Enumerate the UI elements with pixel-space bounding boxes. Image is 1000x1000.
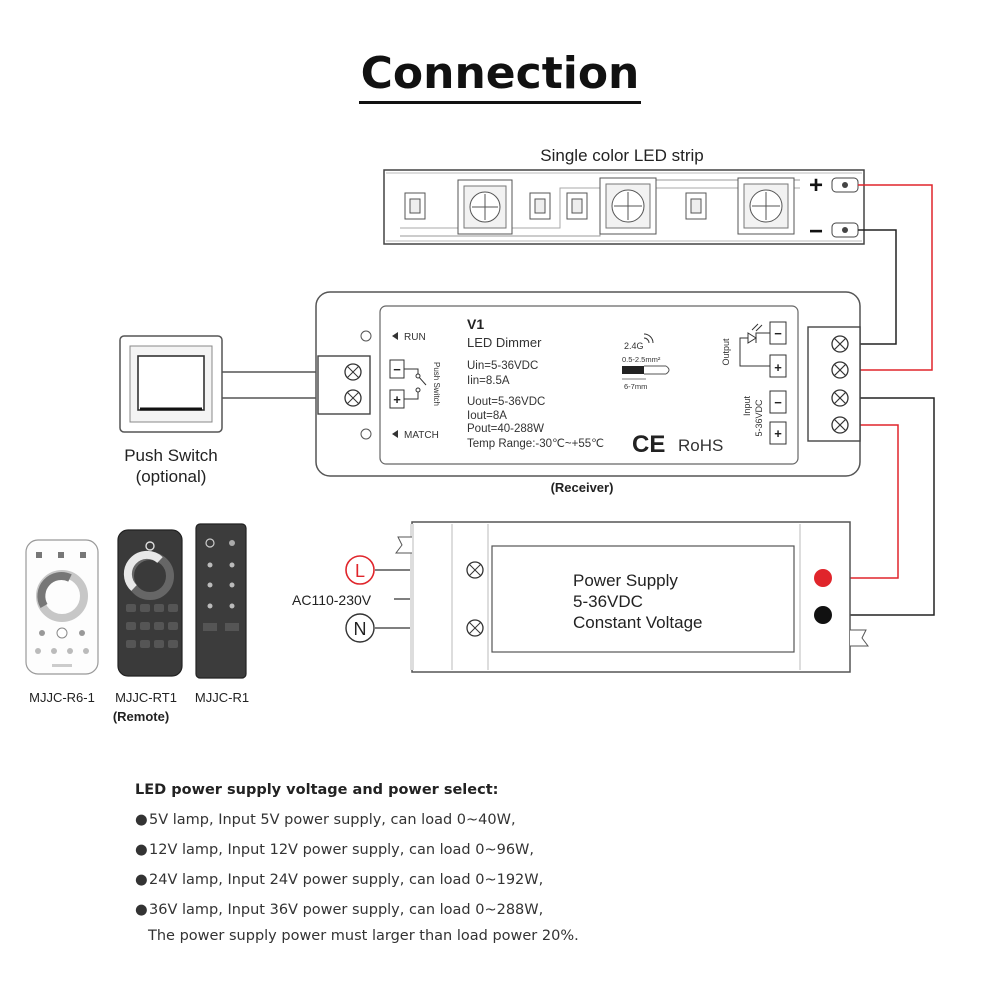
notes-footer: The power supply power must larger than … (148, 928, 579, 944)
remote-rt1 (117, 529, 183, 677)
output-terminal-plus: + (774, 360, 782, 375)
match-indicator-label: MATCH (404, 430, 439, 441)
psu-voltage: 5-36VDC (573, 592, 643, 611)
receiver-name: LED Dimmer (467, 335, 542, 350)
ce-mark: CE (632, 431, 665, 458)
notes-heading: LED power supply voltage and power selec… (135, 782, 499, 798)
push-switch-label: Push Switch (124, 446, 218, 465)
receiver-uin: Uin=5-36VDC (467, 360, 538, 372)
power-supply (345, 521, 869, 673)
led-chip-2 (599, 177, 657, 235)
remote-rt1-name: MJJC-RT1 (115, 690, 177, 705)
receiver-pout: Pout=40-288W (467, 423, 544, 435)
run-indicator-label: RUN (404, 332, 426, 343)
input-terminal-plus: + (774, 426, 782, 441)
remote-r6-1-name: MJJC-R6-1 (29, 690, 95, 705)
input-voltage: 5-36VDC (754, 399, 764, 437)
led-strip-label: Single color LED strip (540, 146, 703, 165)
live-label: L (355, 561, 365, 581)
list-item: ●5V lamp, Input 5V power supply, can loa… (135, 812, 516, 828)
neutral-label: N (354, 619, 367, 639)
receiver-box (315, 291, 861, 477)
strip-plus-sign: + (809, 172, 823, 199)
list-item: ●36V lamp, Input 36V power supply, can l… (135, 902, 544, 918)
list-item: ●12V lamp, Input 12V power supply, can l… (135, 842, 535, 858)
wire-size: 0.5-2.5mm² (622, 355, 661, 364)
push-switch-optional: (optional) (136, 467, 207, 486)
remote-r1 (195, 523, 247, 679)
receiver-iin: Iin=8.5A (467, 375, 510, 387)
led-chip-1 (457, 179, 513, 235)
push-switch (119, 335, 223, 433)
input-label: Input (742, 395, 752, 416)
strip-length: 6-7mm (624, 382, 647, 391)
rohs-mark: RoHS (678, 436, 723, 455)
receiver-iout: Iout=8A (467, 410, 507, 422)
push-switch-marking: Push Switch (432, 362, 441, 406)
remote-r6-1 (25, 539, 99, 675)
receiver-model: V1 (467, 316, 484, 332)
led-chip-3 (737, 177, 795, 235)
ac-input-label: AC110-230V (292, 592, 372, 608)
output-terminal-minus: − (774, 326, 782, 341)
receiver-temp: Temp Range:-30℃~+55℃ (467, 438, 604, 450)
strip-minus-sign: − (809, 218, 823, 245)
psu-title: Power Supply (573, 571, 678, 590)
receiver-caption: (Receiver) (551, 480, 614, 495)
receiver-uout: Uout=5-36VDC (467, 396, 545, 408)
page-title: Connection (0, 48, 1000, 104)
remote-caption: (Remote) (113, 709, 169, 724)
remote-r1-name: MJJC-R1 (195, 690, 249, 705)
power-select-notes: LED power supply voltage and power selec… (135, 782, 695, 944)
output-label: Output (721, 338, 731, 366)
psu-type: Constant Voltage (573, 613, 702, 632)
list-item: ●24V lamp, Input 24V power supply, can l… (135, 872, 544, 888)
switch-terminal-plus: + (393, 392, 401, 407)
input-terminal-minus: − (774, 395, 782, 410)
switch-terminal-minus: − (393, 362, 401, 377)
wireless-frequency: 2.4G (624, 341, 644, 351)
led-strip (383, 169, 865, 245)
